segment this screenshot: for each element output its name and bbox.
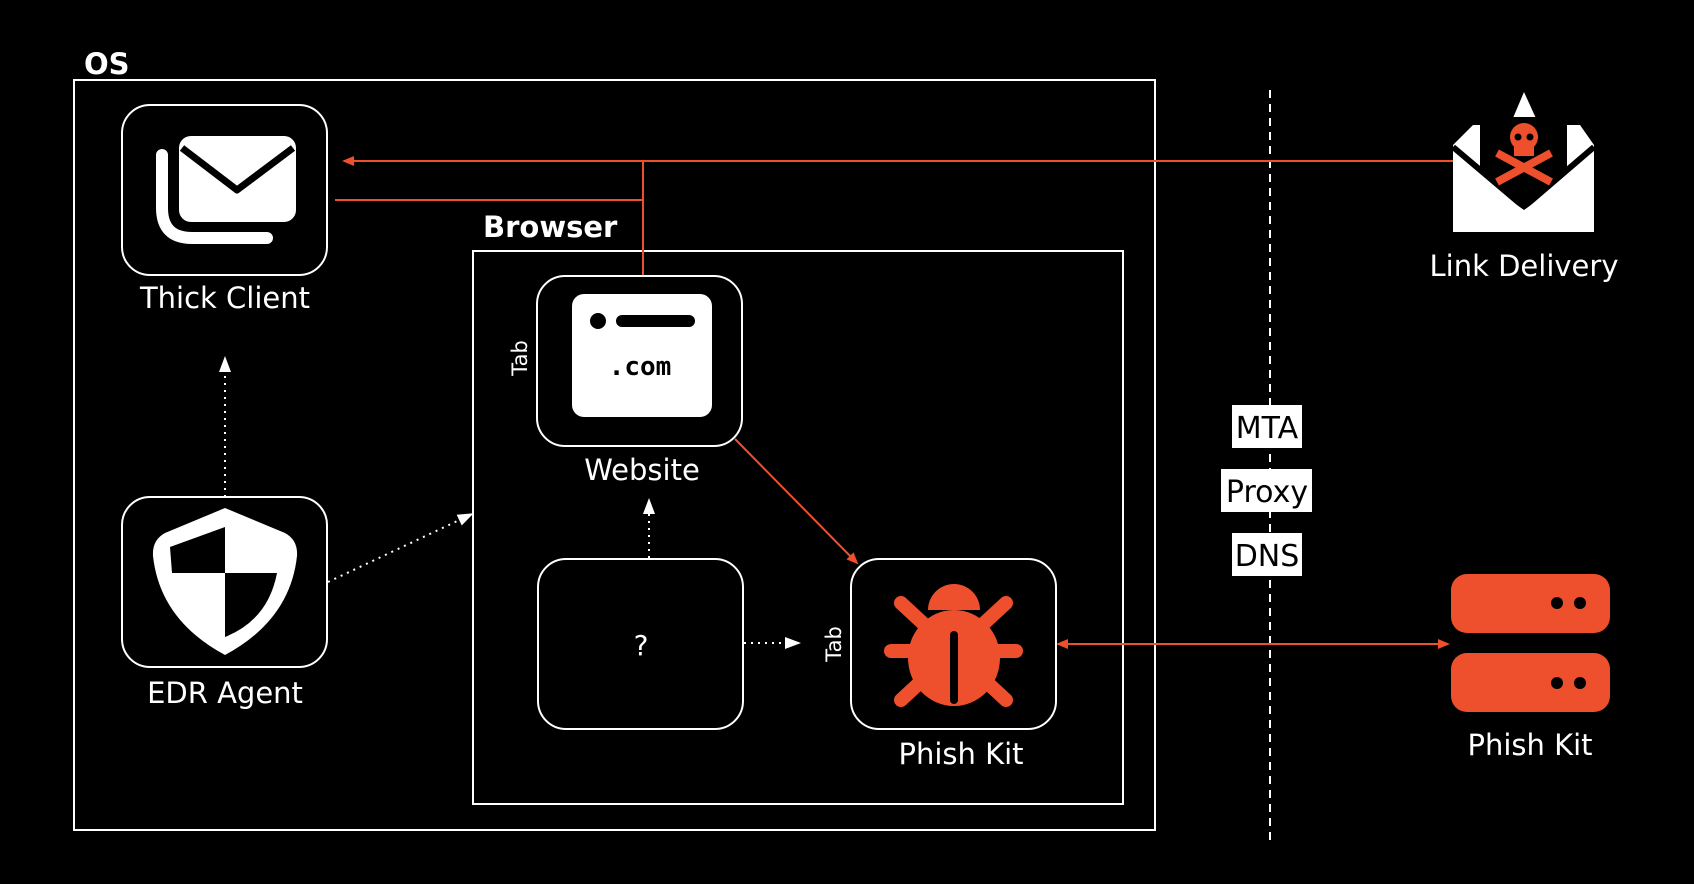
browser-label: Browser: [483, 210, 618, 244]
mta-badge: [1232, 405, 1302, 448]
unknown-label: ?: [634, 629, 649, 662]
mail-stack-icon: [156, 136, 296, 244]
edge-edr-to-browser: [327, 513, 474, 583]
edge-website-to-phish-kit: [734, 438, 859, 565]
proxy-badge: [1221, 469, 1312, 512]
os-label: OS: [84, 47, 130, 81]
node-website[interactable]: .com Tab Website: [508, 275, 743, 487]
mta-label: MTA: [1236, 411, 1299, 446]
os-container: OS: [73, 47, 1156, 831]
node-phish-kit-server[interactable]: Phish Kit: [1451, 574, 1610, 762]
browser-container: Browser: [472, 210, 1124, 805]
dotted-edges: [219, 356, 801, 649]
website-icon-text: .com: [609, 352, 672, 382]
dns-label: DNS: [1235, 539, 1300, 574]
dns-badge: [1232, 533, 1302, 576]
malicious-envelope-icon: [1451, 92, 1596, 232]
node-phish-kit-tab[interactable]: Tab Phish Kit: [822, 558, 1057, 771]
node-thick-client[interactable]: Thick Client: [121, 104, 328, 315]
proxy-label: Proxy: [1226, 475, 1308, 510]
phish-kit-tab-text: Phish Kit: [898, 737, 1023, 771]
os-boundary: [73, 79, 1156, 831]
browser-window-icon: .com: [572, 294, 712, 417]
network-labels: MTA Proxy DNS: [1221, 405, 1312, 576]
node-unknown[interactable]: ?: [537, 558, 744, 730]
node-link-delivery[interactable]: Link Delivery: [1430, 92, 1619, 283]
node-edr-agent[interactable]: EDR Agent: [121, 496, 328, 710]
phish-kit-tab-label: Tab: [822, 626, 846, 663]
red-edges: [335, 156, 1455, 649]
shield-icon: [152, 508, 298, 655]
phish-kit-server-label: Phish Kit: [1467, 728, 1592, 762]
browser-boundary: [472, 250, 1124, 805]
bug-body: [908, 584, 1000, 706]
link-delivery-label: Link Delivery: [1430, 249, 1619, 283]
website-tab-label: Tab: [508, 340, 532, 377]
edr-agent-label: EDR Agent: [147, 676, 303, 710]
website-label: Website: [584, 453, 700, 487]
thick-client-label: Thick Client: [139, 281, 310, 315]
unknown-box: [537, 558, 744, 730]
server-icon: [1451, 574, 1610, 712]
